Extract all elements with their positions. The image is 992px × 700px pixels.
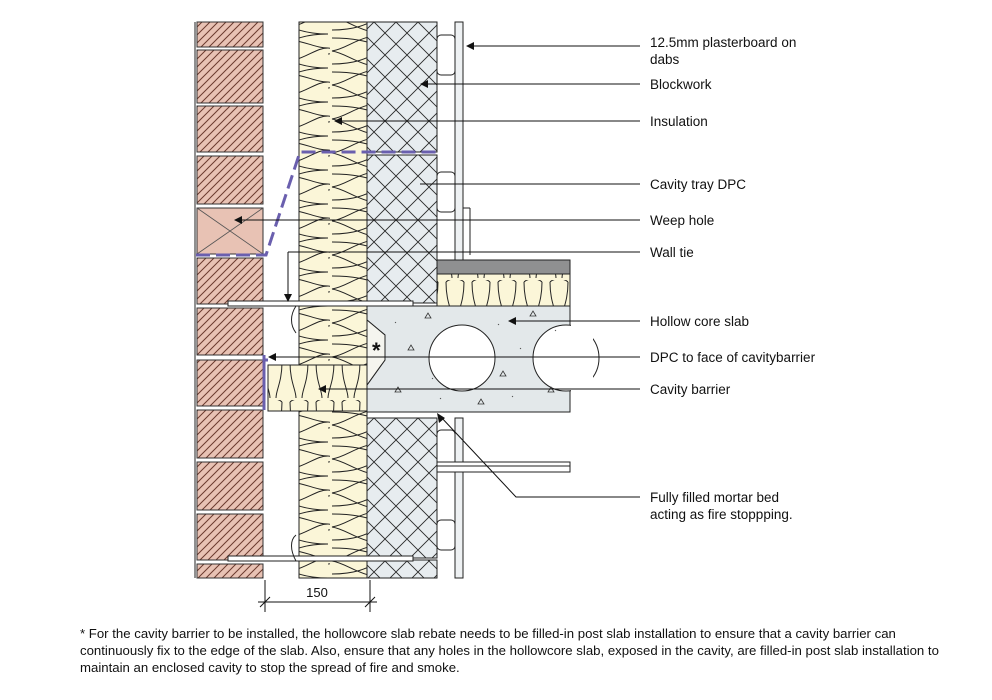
cavity-barrier <box>267 364 368 412</box>
label-mortar-bed-2: acting as fire stoppping. <box>650 507 793 522</box>
dimension-150: 150 <box>258 580 377 612</box>
aggregate-mark <box>431 377 434 380</box>
aggregate-mark <box>529 310 537 317</box>
hollow-core-slab <box>366 300 600 420</box>
weep-hole-brick <box>196 207 264 255</box>
brick <box>196 21 264 48</box>
wall-ties <box>227 300 414 562</box>
brick <box>196 155 264 205</box>
brick <box>196 105 264 153</box>
cavity-tray-dpc <box>196 150 437 257</box>
ceiling-support <box>436 461 571 473</box>
brick <box>196 307 264 356</box>
aggregate-mark <box>477 398 485 405</box>
brick <box>196 513 264 561</box>
brick <box>196 563 264 579</box>
label-insulation: Insulation <box>650 114 708 129</box>
dimension-value: 150 <box>306 585 328 600</box>
label-wall-tie: Wall tie <box>650 245 694 260</box>
label-plasterboard-2: dabs <box>650 52 680 67</box>
label-mortar-bed-1: Fully filled mortar bed <box>650 490 779 505</box>
label-plasterboard-1: 12.5mm plasterboard on <box>650 35 796 50</box>
blockwork-leaf <box>366 21 438 579</box>
leader-lines <box>234 42 640 498</box>
label-dpc-face: DPC to face of cavitybarrier <box>650 350 816 365</box>
brick <box>196 257 264 305</box>
brick <box>196 409 264 459</box>
aggregate-mark <box>497 323 500 326</box>
label-weep-hole: Weep hole <box>650 213 714 228</box>
labels: 12.5mm plasterboard on dabs Blockwork In… <box>650 35 816 522</box>
cavity-insulation <box>298 21 368 579</box>
label-blockwork: Blockwork <box>650 77 712 92</box>
dpc-cavity-barrier <box>262 355 268 410</box>
label-hollow-core: Hollow core slab <box>650 314 749 329</box>
label-cavity-barrier: Cavity barrier <box>650 382 731 397</box>
brick-leaf <box>194 21 265 579</box>
brick <box>196 461 264 511</box>
aggregate-mark <box>511 395 514 398</box>
aggregate-mark <box>439 397 442 400</box>
aggregate-mark <box>407 344 415 351</box>
aggregate-mark <box>519 347 522 350</box>
plasterboard <box>436 21 471 579</box>
brick <box>196 359 264 407</box>
label-cavity-tray: Cavity tray DPC <box>650 177 746 192</box>
aggregate-mark <box>394 321 397 324</box>
footnote-text: * For the cavity barrier to be installed… <box>80 626 939 675</box>
asterisk-marker: * <box>372 338 381 363</box>
aggregate-mark <box>554 329 557 332</box>
brick <box>196 49 264 104</box>
aggregate-mark <box>499 370 507 377</box>
aggregate-mark <box>424 312 432 319</box>
floor-screed <box>436 259 571 307</box>
